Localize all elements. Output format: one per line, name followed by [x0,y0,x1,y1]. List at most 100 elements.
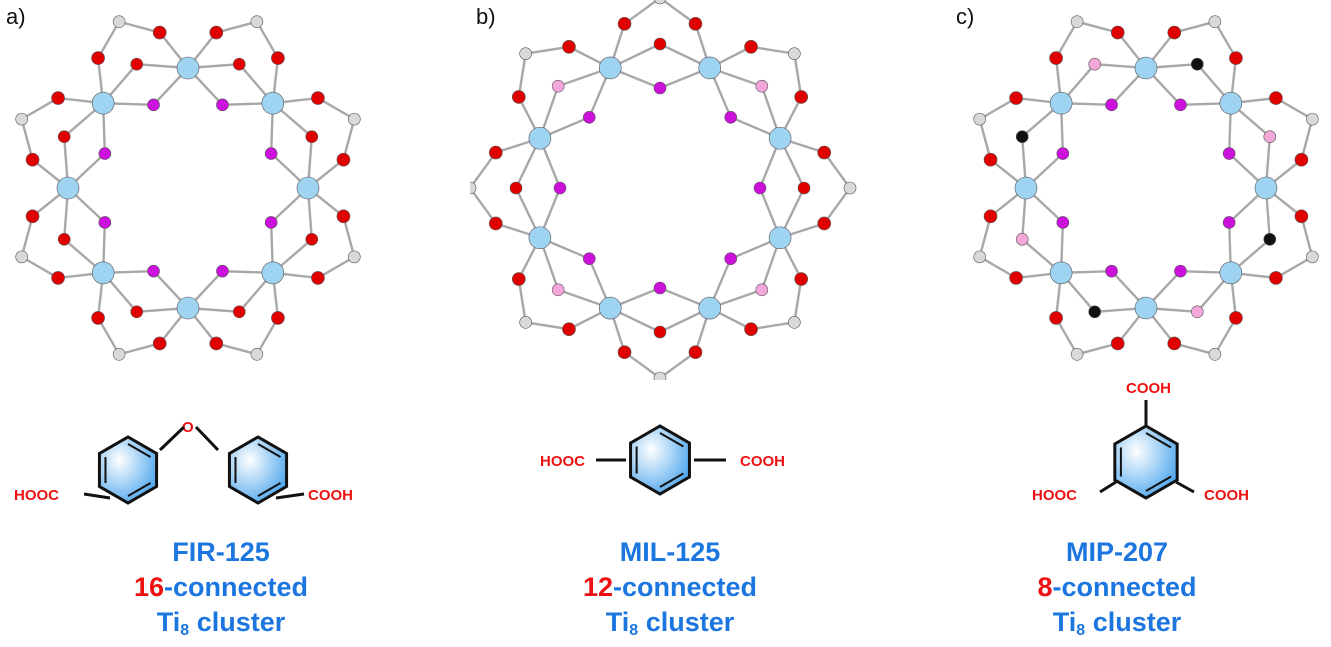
mu-oxygen-atom [98,216,112,229]
bridge-atom [232,305,246,319]
carbon-atom [973,112,987,126]
oxygen-atom [1167,336,1182,351]
ti8-cluster-structure-c [973,15,1319,361]
titanium-atom [1219,261,1243,285]
bond [1213,317,1237,355]
bond [517,278,527,323]
bond [342,215,356,258]
linker-label-cooh-right: COOH [1204,487,1249,504]
titanium-atom [261,91,285,115]
oxygen-atom [562,40,576,54]
bond [623,351,661,379]
bridge-atom [232,57,246,71]
oxygen-atom [1229,311,1243,325]
bridge-atom [57,232,71,246]
panel-mip-207: c) COOH HOOC COOH MIP-207 8-connected Ti… [950,0,1331,647]
caption-c: MIP-207 8-connected Ti8 cluster [917,535,1317,640]
mu-oxygen-atom [724,110,738,124]
oxygen-atom [512,90,526,104]
benzene-ring-right [227,435,289,505]
oxygen-atom [688,16,703,31]
carbon-atom [1208,15,1222,29]
panel-letter-a: a) [6,4,26,29]
bond [1275,255,1313,279]
titanium-atom [1219,91,1243,115]
bridge-atom [509,181,523,195]
bond [978,215,992,258]
oxygen-atom [1167,25,1182,40]
connectivity-number-a: 16 [133,572,164,602]
carbon-atom [1305,112,1319,126]
titanium-atom [176,296,200,320]
mu-oxygen-atom [582,110,596,124]
mu-oxygen-atom [216,264,229,278]
oxygen-atom [688,345,703,360]
titanium-atom [1049,91,1073,115]
mu-oxygen-atom [653,281,667,295]
bridge-atom [1088,57,1102,71]
oxygen-atom [336,209,351,224]
oxygen-atom [794,272,808,286]
cluster-line-a: Ti8 cluster [21,605,421,640]
oxygen-atom [512,272,526,286]
titanium-atom [598,56,622,80]
mu-oxygen-atom [147,264,160,278]
bond [20,118,34,161]
oxygen-atom [311,91,325,105]
bond [97,21,121,59]
oxygen-atom [1110,336,1125,351]
oxygen-atom [744,322,758,336]
bond [1173,20,1216,34]
caption-b: MIL-125 12-connected Ti8 cluster [470,535,870,640]
oxygen-atom [1049,311,1063,325]
oxygen-atom [983,209,998,224]
benzene-ring-left [97,435,159,505]
mu-oxygen-atom [264,216,278,229]
bond [793,278,803,323]
benzene-ring [1113,424,1179,500]
bridge-atom [1088,305,1102,319]
oxygen-atom [152,25,167,40]
oxygen-atom [1009,91,1023,105]
linker-bond [194,425,220,452]
titanium-atom [698,296,722,320]
titanium-atom [528,226,552,250]
bond [1300,118,1314,161]
oxygen-atom [51,271,65,285]
oxygen-atom [1049,51,1063,65]
titanium-atom [698,56,722,80]
connected-text-a: -connected [164,572,309,602]
linker-bond [158,425,186,452]
double-bond [257,482,282,497]
oxygen-atom [91,51,105,65]
carbon-atom [112,347,126,361]
linker-label-cooh-top: COOH [1126,380,1171,397]
bridge-atom [305,130,319,144]
oxygen-atom [1294,152,1309,167]
linker-molecule-c: COOH HOOC COOH [1032,380,1249,504]
oxygen-atom [1229,51,1243,65]
carbon-atom [1070,15,1084,29]
mu-oxygen-atom [1222,216,1236,229]
mu-oxygen-atom [582,252,596,266]
bridge-atom [653,37,667,51]
bridge-atom [57,130,71,144]
bridge-atom [797,181,811,195]
titanium-atom [1049,261,1073,285]
mu-oxygen-atom [1174,98,1187,112]
mu-oxygen-atom [653,81,667,95]
bond [470,187,497,225]
carbon-atom [250,15,264,29]
bond [823,187,851,225]
bond [659,351,697,379]
carbon-atom [250,347,264,361]
carbon-atom [788,316,801,329]
cluster-word-c: cluster [1092,607,1182,637]
bond [1300,215,1314,258]
oxygen-atom [25,152,40,167]
bond [470,151,497,189]
titanium-atom [91,261,115,285]
bond [255,21,279,59]
oxygen-atom [1110,25,1125,40]
bridge-atom [1190,305,1204,319]
